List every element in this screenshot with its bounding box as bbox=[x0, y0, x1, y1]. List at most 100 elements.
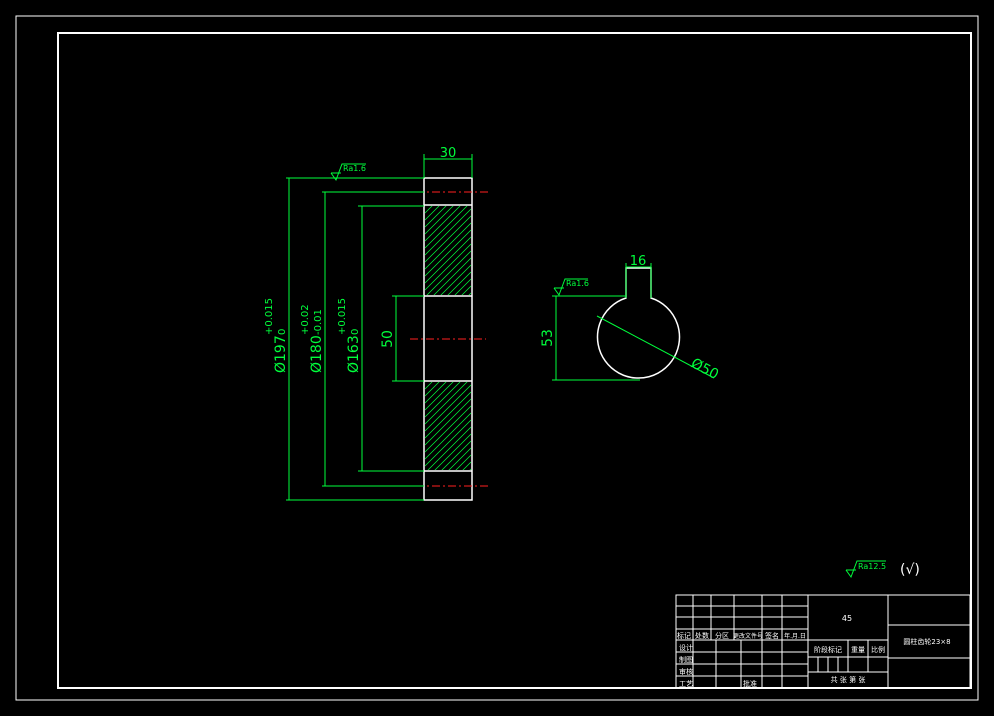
root-tolerance-lower: 0 bbox=[350, 329, 361, 335]
hatch-line bbox=[425, 206, 468, 249]
roughness-symbol: Ra1.6 bbox=[553, 278, 589, 297]
hatch-line bbox=[425, 243, 471, 291]
hatch-line bbox=[425, 206, 454, 235]
bore-with-keyway bbox=[596, 267, 681, 379]
hatch-line bbox=[425, 206, 461, 242]
hatch-line bbox=[441, 440, 471, 470]
hatch-line bbox=[425, 206, 433, 214]
hatch-line bbox=[425, 215, 471, 263]
root-tolerance-upper: +0.015 bbox=[337, 298, 348, 335]
header-cell: 更改文件号 bbox=[733, 632, 763, 640]
header-cell: 标记 bbox=[677, 631, 691, 640]
header-cell: 处数 bbox=[695, 631, 709, 640]
title-block bbox=[675, 594, 971, 689]
hatch-line bbox=[425, 236, 471, 284]
hatch-line bbox=[425, 490, 471, 536]
hatch-line bbox=[425, 382, 461, 418]
approve-label: 批准 bbox=[743, 679, 757, 688]
hatch-line bbox=[425, 412, 471, 460]
hatch-line bbox=[425, 391, 471, 439]
hatch-line bbox=[425, 314, 471, 360]
root-dimension: Ø163 bbox=[346, 335, 362, 373]
stage-label: 阶段标记 bbox=[814, 645, 842, 654]
hatch-line bbox=[461, 285, 471, 295]
hatch-line bbox=[425, 382, 447, 404]
hatch-line bbox=[425, 384, 471, 432]
hatch-line bbox=[425, 307, 471, 353]
pitch-tolerance-lower: -0.01 bbox=[313, 309, 324, 335]
roughness-label: Ra1.6 bbox=[343, 164, 366, 173]
gear-outline bbox=[423, 177, 473, 501]
gear-end-view: 16 53 Ø50 Ra1.6 bbox=[540, 254, 721, 383]
hatch-line bbox=[425, 476, 471, 522]
hatch-line bbox=[425, 511, 471, 557]
od-dimension: Ø197 bbox=[273, 335, 289, 373]
header-cell: 签名 bbox=[765, 631, 779, 640]
sheet-inner-border bbox=[57, 32, 972, 689]
title-block-text: 45 圆柱齿轮23×8 标记 处数 分区 更改文件号 签名 年.月.日 设计 制… bbox=[677, 614, 951, 688]
hatch-lower bbox=[425, 382, 471, 557]
bore-dimension: Ø50 bbox=[688, 355, 721, 383]
weight-label: 重量 bbox=[851, 646, 865, 654]
hatch-line bbox=[425, 321, 471, 367]
material: 45 bbox=[842, 614, 852, 623]
hatch-line bbox=[434, 433, 471, 470]
hatch-line bbox=[448, 447, 471, 470]
hatch-line bbox=[425, 405, 471, 453]
role-review: 审核 bbox=[679, 667, 693, 676]
hatch-line bbox=[425, 483, 471, 529]
hatch-line bbox=[426, 250, 471, 295]
hatch-line bbox=[440, 264, 471, 295]
hatch-line bbox=[425, 398, 471, 446]
bore-dim-line bbox=[596, 315, 715, 379]
role-process: 工艺 bbox=[679, 680, 693, 688]
hatch-line bbox=[425, 206, 447, 228]
sheet-count: 共 张 第 张 bbox=[831, 675, 866, 684]
hatch-line bbox=[425, 335, 471, 381]
hatch-line bbox=[425, 208, 471, 256]
part-name: 圆柱齿轮23×8 bbox=[903, 637, 950, 646]
width-dimension: 30 bbox=[440, 146, 457, 161]
hatch-line bbox=[425, 382, 426, 383]
general-roughness-note: (√) bbox=[900, 562, 920, 578]
hatch-line bbox=[425, 222, 471, 270]
header-cell: 分区 bbox=[715, 631, 729, 640]
hatch-line bbox=[425, 229, 471, 277]
hatch-line bbox=[455, 454, 471, 470]
hatch-line bbox=[433, 257, 471, 295]
pitch-tolerance-upper: +0.02 bbox=[300, 304, 311, 335]
hatch-line bbox=[425, 497, 471, 543]
hatch-line bbox=[425, 206, 440, 221]
hatch-upper bbox=[425, 206, 471, 381]
role-design: 设计 bbox=[679, 643, 693, 652]
hatch-line bbox=[425, 382, 433, 390]
gear-section-view: 30 Ø197 +0.015 0 Ø180 +0.02 -0.01 Ø163 +… bbox=[264, 146, 488, 557]
sheet-outer-border bbox=[15, 15, 979, 701]
hatch-line bbox=[425, 382, 468, 425]
hatch-line bbox=[425, 206, 426, 207]
hatch-line bbox=[469, 468, 471, 470]
hatch-line bbox=[425, 504, 471, 550]
pitch-dimension: Ø180 bbox=[309, 335, 325, 373]
hatch-line bbox=[427, 426, 471, 470]
roughness-symbol: Ra1.6 bbox=[330, 163, 366, 182]
hatch-line bbox=[425, 328, 471, 374]
od-tolerance-upper: +0.015 bbox=[264, 298, 275, 335]
hatch-line bbox=[425, 419, 471, 467]
key-depth-dimension: 53 bbox=[540, 329, 556, 347]
hatch-line bbox=[462, 461, 471, 470]
hatch-line bbox=[468, 292, 471, 295]
hatch-line bbox=[447, 271, 471, 295]
general-roughness-label: Ra12.5 bbox=[858, 562, 886, 571]
hatch-line bbox=[425, 382, 454, 411]
od-tolerance-lower: 0 bbox=[277, 329, 288, 335]
hatch-line bbox=[454, 278, 471, 295]
hatch-line bbox=[425, 382, 440, 397]
scale-label: 比例 bbox=[871, 645, 885, 654]
hub-dimension: 50 bbox=[380, 330, 396, 348]
general-roughness: Ra12.5 (√) bbox=[845, 560, 920, 579]
role-draw: 制图 bbox=[679, 655, 693, 664]
key-width-dimension: 16 bbox=[630, 254, 647, 269]
header-cell: 年.月.日 bbox=[784, 632, 806, 640]
